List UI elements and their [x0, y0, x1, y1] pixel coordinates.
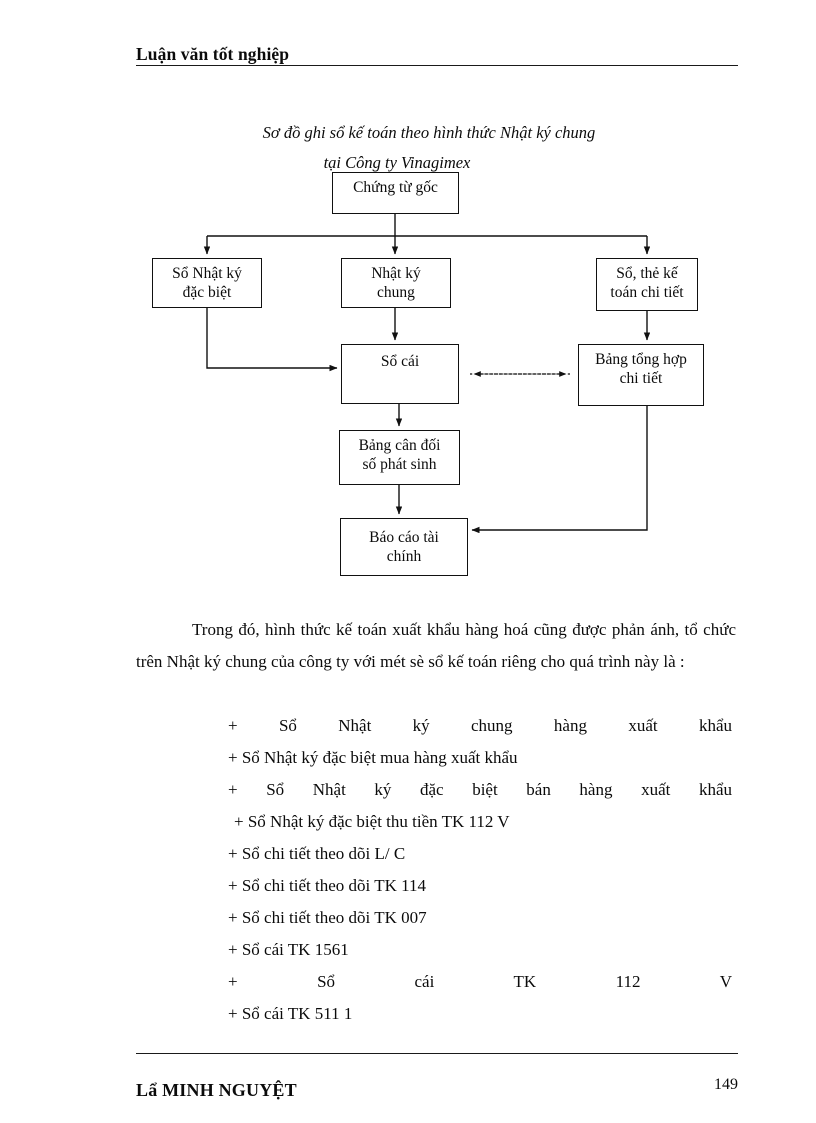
list-item: + Sổ Nhật ký chung hàng xuất khẩu	[228, 716, 732, 735]
list-item: + Sổ cái TK 112 V	[228, 972, 732, 991]
flow-node-label-line-2: chi tiết	[619, 370, 663, 387]
flow-node-bang-tong-hop-chi-tiet: Bảng tổng hợp chi tiết	[578, 344, 704, 406]
flow-node-label-line-1: Báo cáo tài	[369, 529, 439, 546]
header-divider	[136, 65, 738, 66]
list-item: + Sổ Nhật ký đặc biệt thu tiền TK 112 V	[234, 812, 510, 831]
flow-node-label: Chứng từ gốc	[353, 179, 438, 196]
figure-title-line-1: Sơ đồ ghi sổ kế toán theo hình thức Nhật…	[262, 123, 596, 142]
flow-node-chung-tu-goc: Chứng từ gốc	[332, 172, 459, 214]
flow-node-nhat-ky-chung: Nhật ký chung	[341, 258, 451, 308]
list-item: + Sổ chi tiết theo dõi TK 007	[228, 908, 427, 927]
list-item: + Sổ chi tiết theo dõi TK 114	[228, 876, 426, 895]
body-paragraph: Trong đó, hình thức kế toán xuất khẩu hà…	[136, 620, 736, 671]
flow-node-label-line-2: chính	[386, 548, 422, 565]
page-number: 149	[714, 1076, 738, 1093]
flow-node-bao-cao-tai-chinh: Báo cáo tài chính	[340, 518, 468, 576]
flow-node-bang-can-doi-so-phat-sinh: Bảng cân đối số phát sinh	[339, 430, 460, 485]
list-item: + Sổ cái TK 1561	[228, 940, 349, 959]
flow-node-label-line-1: Bảng tổng hợp	[595, 351, 687, 368]
list-item: + Sổ cái TK 511 1	[228, 1004, 353, 1023]
list-item: + Sổ chi tiết theo dõi L/ C	[228, 844, 406, 863]
list-item: + Sổ Nhật ký đặc biệt bán hàng xuất khẩu	[228, 780, 732, 799]
flow-node-so-the-ke-toan-chi-tiet: Sổ, thẻ kế toán chi tiết	[596, 258, 698, 311]
footer-author: Lẩ MINH NGUYỆT	[136, 1080, 297, 1100]
flow-node-label-line-2: chung	[377, 284, 415, 301]
figure-title: Sơ đồ ghi sổ kế toán theo hình thức Nhật…	[136, 118, 738, 178]
footer-divider	[136, 1053, 738, 1054]
flow-node-label-line-2: đặc biệt	[182, 284, 232, 301]
flow-node-label-line-2: số phát sinh	[362, 456, 437, 473]
list-item: + Sổ Nhật ký đặc biệt mua hàng xuất khẩu	[228, 748, 518, 767]
book-list: + Sổ Nhật ký chung hàng xuất khẩu + Sổ N…	[136, 710, 736, 1030]
flow-node-label-line-1: Sổ, thẻ kế	[616, 265, 678, 282]
flow-node-label-line-2: toán chi tiết	[610, 284, 684, 301]
flow-node-label-line-1: Nhật ký	[371, 265, 421, 282]
flow-node-so-nhat-ky-dac-biet: Sổ Nhật ký đặc biệt	[152, 258, 262, 308]
running-header: Luận văn tốt nghiệp	[136, 44, 738, 70]
flow-node-label-line-1: Sổ Nhật ký	[172, 265, 242, 282]
flow-node-so-cai: Sổ cái	[341, 344, 459, 404]
header-title: Luận văn tốt nghiệp	[136, 44, 290, 64]
flow-node-label: Sổ cái	[380, 353, 420, 370]
flow-node-label-line-1: Bảng cân đối	[358, 437, 441, 454]
figure-title-line-2: tại Công ty Vinagimex	[323, 153, 471, 172]
